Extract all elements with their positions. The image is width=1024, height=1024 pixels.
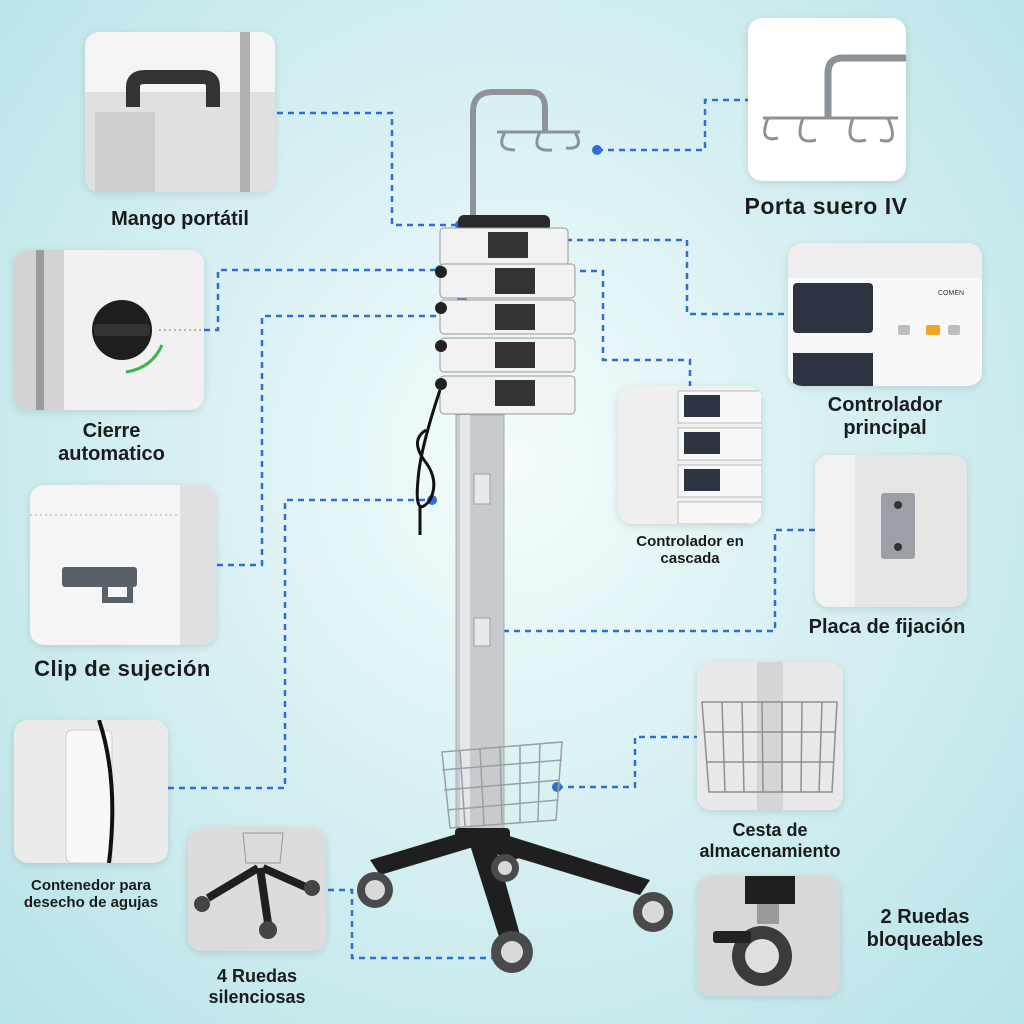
connector-sharps bbox=[168, 498, 432, 790]
label-clip: Clip de sujeción bbox=[34, 656, 211, 681]
locking-wheels-photo bbox=[697, 876, 840, 996]
storage-basket-photo bbox=[697, 662, 843, 810]
label-silent-wheels: 4 Ruedas silenciosas bbox=[208, 966, 306, 1007]
clip-photo bbox=[30, 485, 216, 645]
connector-wheels bbox=[328, 888, 497, 960]
iv-hooks bbox=[497, 130, 580, 152]
mounting-plate-photo bbox=[815, 455, 967, 607]
label-iv-pole: Porta suero IV bbox=[744, 193, 908, 219]
caster-wheels bbox=[357, 854, 673, 973]
mounting-plate-small bbox=[473, 473, 491, 505]
silent-wheels-photo bbox=[188, 828, 326, 951]
handle-photo bbox=[85, 32, 275, 192]
connector-handle bbox=[277, 111, 460, 227]
carry-handle bbox=[458, 215, 550, 231]
label-main-controller: Controlador principal bbox=[827, 394, 943, 439]
connector-iv-pole bbox=[597, 98, 748, 152]
connector-basket bbox=[557, 735, 697, 789]
connector-plate bbox=[492, 528, 815, 633]
iv-pole-rod bbox=[470, 89, 548, 240]
star-base bbox=[370, 828, 650, 940]
main-controller-photo: COMEN bbox=[788, 243, 982, 386]
iv-pole-photo bbox=[748, 18, 906, 181]
auto-lock-photo bbox=[14, 250, 204, 410]
pump-stack bbox=[435, 227, 576, 415]
label-handle: Mango portátil bbox=[111, 208, 249, 230]
label-sharps-container: Contenedor para desecho de agujas bbox=[23, 877, 159, 912]
cascade-controller-photo bbox=[618, 386, 762, 524]
power-cable bbox=[415, 389, 442, 535]
wire-basket bbox=[441, 741, 563, 829]
brand-text: COMEN bbox=[938, 290, 964, 297]
label-locking-wheels: 2 Ruedas bloqueables bbox=[866, 906, 984, 951]
label-storage-basket: Cesta de almacenamiento bbox=[699, 820, 841, 861]
label-cascade-controller: Controlador en cascada bbox=[636, 533, 744, 568]
connector-auto-lock bbox=[204, 268, 440, 332]
label-auto-lock: Cierre automatico bbox=[58, 420, 165, 465]
label-mounting-plate: Placa de fijación bbox=[808, 616, 966, 638]
connector-main-controller bbox=[555, 238, 788, 316]
mounting-plate-lower bbox=[473, 617, 491, 647]
connector-cascade bbox=[558, 269, 692, 386]
sharps-container-photo bbox=[14, 720, 168, 863]
